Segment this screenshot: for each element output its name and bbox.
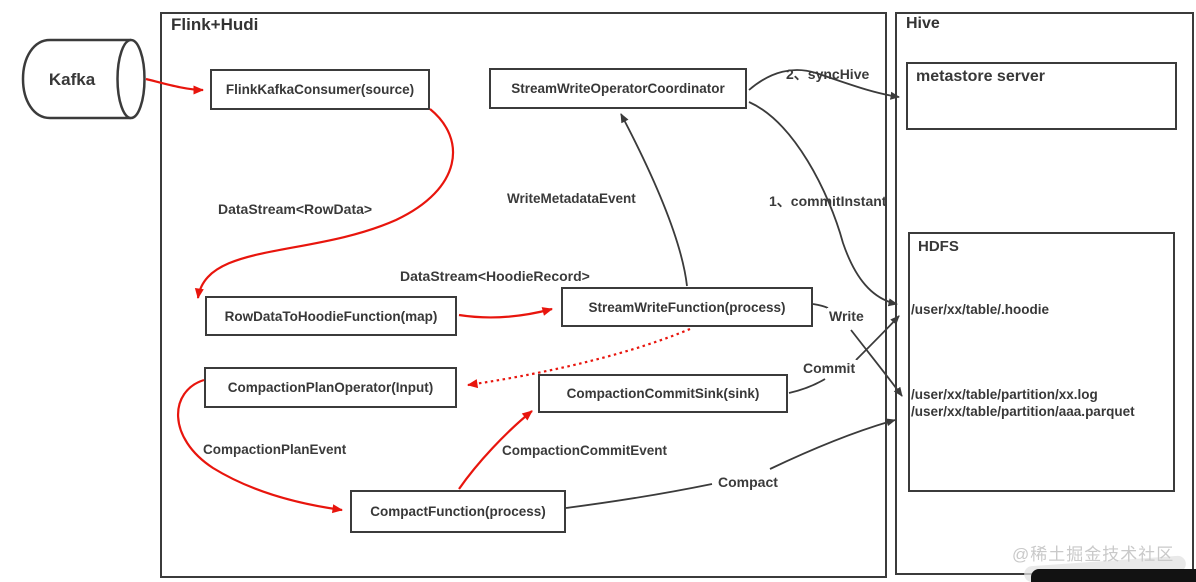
node-row-data-to-hoodie-function: RowDataToHoodieFunction(map) <box>205 296 457 336</box>
hdfs-path-hoodie: /user/xx/table/.hoodie <box>911 302 1050 317</box>
node-metastore-server: metastore server <box>906 62 1177 130</box>
hive-container-title: Hive <box>906 15 940 32</box>
edge-label-datastream-hoodierecord: DataStream<HoodieRecord> <box>400 268 590 284</box>
hdfs-path-log: /user/xx/table/partition/xx.log <box>911 387 1098 402</box>
node-stream-write-function: StreamWriteFunction(process) <box>561 287 813 327</box>
watermark-text: @稀土掘金技术社区 <box>1012 545 1175 564</box>
node-compaction-plan-operator: CompactionPlanOperator(Input) <box>204 367 457 408</box>
node-compact-function: CompactFunction(process) <box>350 490 566 533</box>
flink-hudi-container-title: Flink+Hudi <box>171 15 259 34</box>
edge-label-commit-instant: 1、commitInstant <box>769 193 887 209</box>
node-hdfs: HDFS <box>908 232 1175 492</box>
edge-label-compaction-commit-event: CompactionCommitEvent <box>502 443 668 458</box>
node-compaction-commit-sink: CompactionCommitSink(sink) <box>538 374 788 413</box>
edge-label-compaction-plan-event: CompactionPlanEvent <box>203 442 347 457</box>
node-flink-kafka-consumer: FlinkKafkaConsumer(source) <box>210 69 430 110</box>
edge-label-write: Write <box>827 308 866 324</box>
hdfs-path-parquet: /user/xx/table/partition/aaa.parquet <box>911 404 1135 419</box>
edge-label-compact: Compact <box>716 474 780 490</box>
edge-label-sync-hive: 2、syncHive <box>786 66 870 82</box>
watermark-badge-bar <box>1031 569 1196 582</box>
node-stream-write-operator-coordinator: StreamWriteOperatorCoordinator <box>489 68 747 109</box>
kafka-label: Kafka <box>48 70 96 89</box>
edge-label-datastream-rowdata: DataStream<RowData> <box>218 201 373 217</box>
edge-label-write-metadata-event: WriteMetadataEvent <box>507 191 636 206</box>
edge-label-commit: Commit <box>801 360 858 376</box>
